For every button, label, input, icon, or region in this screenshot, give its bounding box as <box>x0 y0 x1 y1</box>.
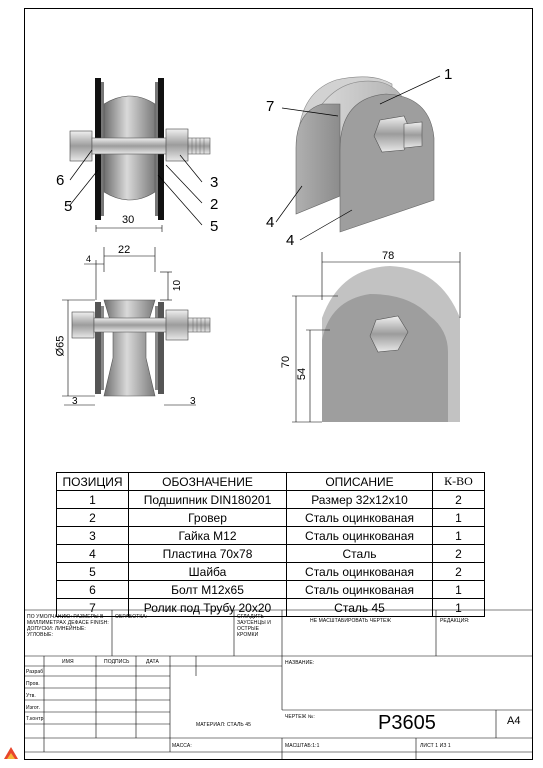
material-label: МАТЕРИАЛ: СТАЛЬ 45 <box>196 722 252 728</box>
defaults-note: ПО УМОЛЧАНИЮ: РАЗМЕРЫ В МИЛЛИМЕТРАХ ДЕФА… <box>27 614 109 638</box>
cell-quantity: 1 <box>432 580 485 599</box>
callout-4b: 4 <box>286 232 295 249</box>
revision-label: РЕДАКЦИЯ: <box>440 618 470 624</box>
no-scale-note: НЕ МАСШТАБИРОВАТЬ ЧЕРТЕЖ <box>310 618 392 624</box>
front-view-leaders <box>69 149 203 226</box>
parts-table-header: ПОЗИЦИЯ ОБОЗНАЧЕНИЕ ОПИСАНИЕ К-ВО <box>56 472 485 491</box>
cell-quantity: 1 <box>432 598 485 617</box>
isometric-view-leaders <box>275 75 441 241</box>
callout-5a: 5 <box>64 198 73 215</box>
dim-3-right: 3 <box>190 396 196 407</box>
dim-70: 70 <box>280 355 293 369</box>
header-description: ОПИСАНИЕ <box>286 472 433 491</box>
cell-quantity: 2 <box>432 544 485 563</box>
cell-designation: Болт М12x65 <box>128 580 287 599</box>
cell-designation: Гайка М12 <box>128 526 287 545</box>
col-signature: ПОДПИСЬ <box>104 659 130 665</box>
cell-description: Сталь <box>286 544 433 563</box>
scale-label: МАСШТАБ:1:1 <box>285 743 320 749</box>
callout-1: 1 <box>444 66 453 83</box>
cell-description: Размер 32x12x10 <box>286 490 433 509</box>
drawing-number-label: ЧЕРТЕЖ №: <box>285 714 315 720</box>
header-position: ПОЗИЦИЯ <box>56 472 129 491</box>
cell-designation: Пластина 70x78 <box>128 544 287 563</box>
drawing-number: P3605 <box>378 712 436 734</box>
table-row: 2 Гровер Сталь оцинкованая 1 <box>56 508 485 527</box>
role-checker: Пров. <box>26 681 40 687</box>
cell-position: 1 <box>56 490 129 509</box>
cell-position: 3 <box>56 526 129 545</box>
header-quantity: К-ВО <box>432 472 485 491</box>
cell-position: 6 <box>56 580 129 599</box>
callout-2: 2 <box>210 196 219 213</box>
cell-description: Сталь оцинкованая <box>286 508 433 527</box>
cell-quantity: 1 <box>432 526 485 545</box>
col-name: ИМЯ <box>62 659 74 665</box>
dim-3-left: 3 <box>72 396 78 407</box>
name-label: НАЗВАНИЕ: <box>285 660 315 666</box>
section-view-assembly <box>71 299 211 397</box>
dim-30: 30 <box>122 214 135 226</box>
front-view-assembly <box>69 78 211 232</box>
sheet-size: A4 <box>507 715 521 727</box>
parts-table: ПОЗИЦИЯ ОБОЗНАЧЕНИЕ ОПИСАНИЕ К-ВО 1 Подш… <box>56 472 485 617</box>
col-date: ДАТА <box>146 659 159 665</box>
callout-4a: 4 <box>266 214 275 231</box>
dim-22: 22 <box>118 244 131 256</box>
table-row: 3 Гайка М12 Сталь оцинкованая 1 <box>56 526 485 545</box>
dim-10: 10 <box>172 279 184 292</box>
table-row: 7 Ролик под Трубу 20x20 Сталь 45 1 <box>56 598 485 617</box>
cell-description: Сталь оцинкованая <box>286 562 433 581</box>
table-row: 4 Пластина 70x78 Сталь 2 <box>56 544 485 563</box>
cell-designation: Подшипник DIN180201 <box>128 490 287 509</box>
cell-position: 7 <box>56 598 129 617</box>
isometric-view-assembly <box>295 76 435 233</box>
callout-6: 6 <box>56 172 65 189</box>
drawing-sheet-border <box>24 8 533 760</box>
fire-badge-icon <box>4 747 18 759</box>
cell-position: 5 <box>56 562 129 581</box>
role-quality-control: Т.контр <box>26 716 44 722</box>
cell-designation: Гровер <box>128 508 287 527</box>
cell-quantity: 1 <box>432 508 485 527</box>
callout-3: 3 <box>210 174 219 191</box>
cell-quantity: 2 <box>432 490 485 509</box>
table-row: 1 Подшипник DIN180201 Размер 32x12x10 2 <box>56 490 485 509</box>
role-approver: Утв. <box>26 693 36 699</box>
dim-4: 4 <box>86 254 92 264</box>
role-developer: Разраб <box>26 669 44 675</box>
cell-position: 2 <box>56 508 129 527</box>
cell-description: Сталь оцинкованая <box>286 580 433 599</box>
callout-7: 7 <box>266 98 275 115</box>
side-view-assembly <box>322 266 460 422</box>
dim-diameter-65: Ø65 <box>54 335 67 357</box>
cell-description: Сталь оцинкованая <box>286 526 433 545</box>
table-row: 6 Болт М12x65 Сталь оцинкованая 1 <box>56 580 485 599</box>
cell-description: Сталь 45 <box>286 598 433 617</box>
section-view-dimensions <box>62 247 196 406</box>
processing-label: ОБРАБОТКА: <box>115 614 148 620</box>
role-manufacturer: Изгот. <box>26 705 40 711</box>
cell-quantity: 2 <box>432 562 485 581</box>
table-row: 5 Шайба Сталь оцинкованая 2 <box>56 562 485 581</box>
deburr-note: СГЛАДИТЬ ЗАУСЕНЦЫ И ОСТРЫЕ КРОМКИ <box>237 614 271 638</box>
dim-78: 78 <box>382 250 395 262</box>
header-designation: ОБОЗНАЧЕНИЕ <box>128 472 287 491</box>
sheet-count: ЛИСТ 1 ИЗ 1 <box>420 743 451 749</box>
callout-5b: 5 <box>210 218 219 235</box>
side-view-dimensions <box>292 252 461 423</box>
weight-label: МАССА: <box>172 743 192 749</box>
cell-designation: Шайба <box>128 562 287 581</box>
cell-designation: Ролик под Трубу 20x20 <box>128 598 287 617</box>
dim-54: 54 <box>296 367 309 381</box>
cell-position: 4 <box>56 544 129 563</box>
